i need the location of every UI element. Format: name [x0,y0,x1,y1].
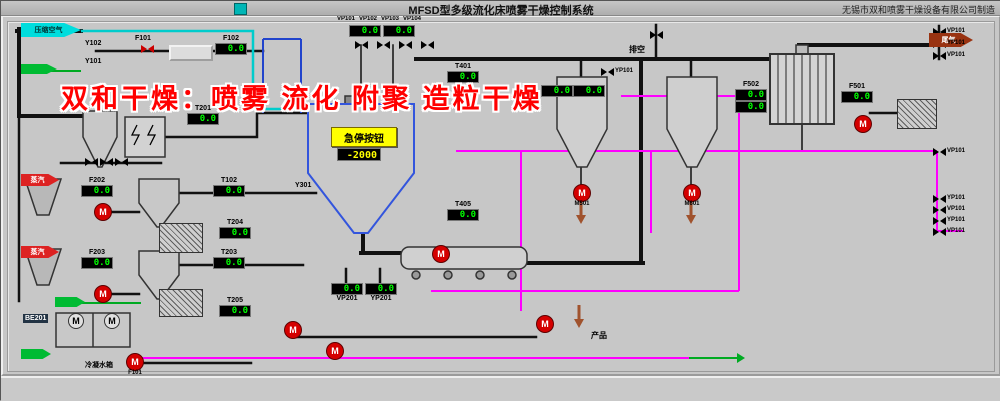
emergency-stop-button[interactable]: 急停按钮 [331,127,397,147]
diagram-frame [7,21,995,372]
heat-exchanger [159,223,203,253]
chamber-vacuum-display: -2000 [337,148,381,161]
titlebar-chip-icon [234,3,247,15]
control-bar [1,376,1000,401]
heat-exchanger [897,99,937,129]
bag-filter [769,53,835,125]
watermark-text: 双和干燥：喷雾 流化 附聚 造粒干燥 [61,84,543,114]
filter-unit [169,45,213,61]
page-title: MFSD型多级流化床喷雾干燥控制系统 [408,5,594,17]
manufacturer-label: 无锡市双和喷雾干燥设备有限公司制造 [841,5,995,15]
heat-exchanger [159,289,203,317]
title-bar: MFSD型多级流化床喷雾干燥控制系统 无锡市双和喷雾干燥设备有限公司制造 [1,1,1000,17]
